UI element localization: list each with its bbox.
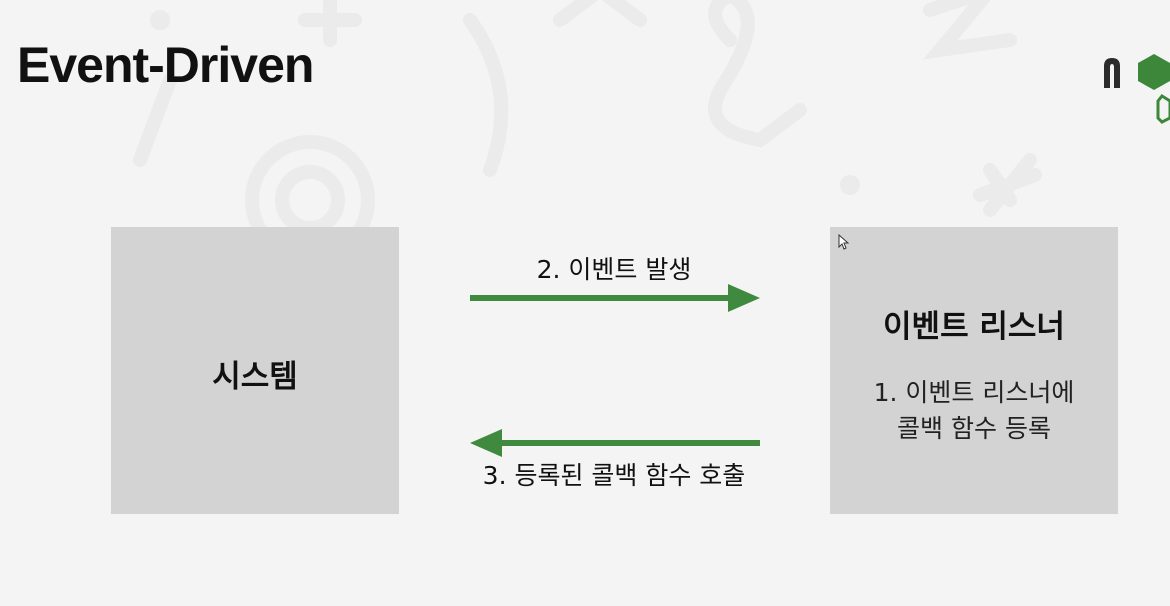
event-listener-desc-line2: 콜백 함수 등록 — [897, 414, 1051, 443]
event-listener-desc-line1: 1. 이벤트 리스너에 — [873, 378, 1075, 407]
event-listener-description: 1. 이벤트 리스너에 콜백 함수 등록 — [830, 375, 1118, 447]
nodejs-logo-icon — [1104, 54, 1170, 124]
system-box: 시스템 — [111, 227, 399, 514]
event-listener-title: 이벤트 리스너 — [883, 309, 1065, 345]
event-emit-label: 2. 이벤트 발생 — [536, 255, 692, 284]
event-listener-box: 이벤트 리스너 1. 이벤트 리스너에 콜백 함수 등록 — [830, 227, 1118, 514]
system-box-label: 시스템 — [212, 359, 298, 395]
callback-call-arrow — [470, 429, 760, 457]
event-emit-arrow — [470, 284, 760, 312]
mouse-cursor-icon — [838, 234, 850, 250]
callback-call-label: 3. 등록된 콜백 함수 호출 — [482, 461, 746, 490]
slide-title: Event-Driven — [17, 37, 314, 93]
